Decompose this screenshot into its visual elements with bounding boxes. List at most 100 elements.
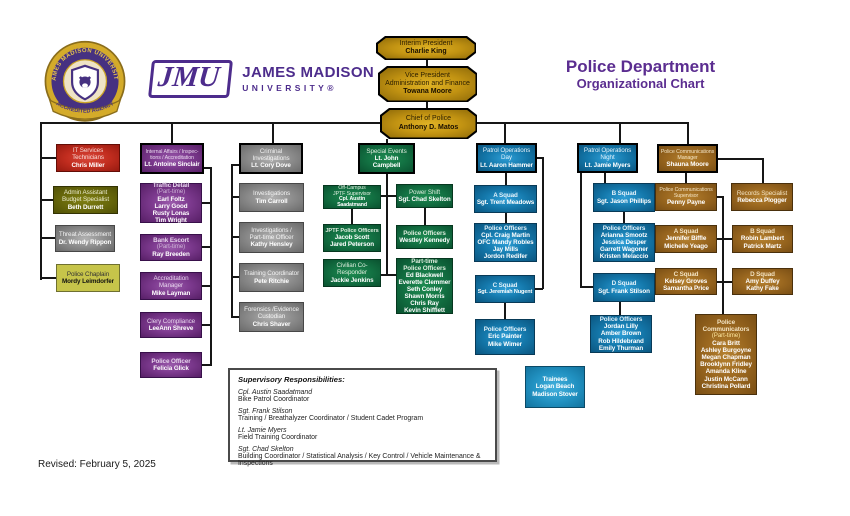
box-name: Anthony D. Matos (398, 123, 459, 131)
connector-line (504, 303, 506, 319)
supervisory-entry-name: Sgt. Frank Stilson (238, 408, 293, 415)
seal-ribbon (48, 98, 122, 120)
box-name: Chris Shaver (252, 320, 291, 328)
box-title: IT Services Technicians (72, 147, 104, 162)
connector-line (623, 212, 625, 223)
box-name: Jacob Scott Jared Peterson (329, 234, 375, 249)
connector-line (717, 158, 764, 160)
connector-line (231, 196, 239, 198)
revised-date: Revised: February 5, 2025 (38, 459, 156, 470)
box-name: Chris Miller (71, 161, 105, 169)
box-name: Jordan Lilly Amber Brown Rob Hildebrand … (598, 323, 644, 352)
connector-line (272, 122, 274, 144)
box-title: B Squad (750, 228, 775, 236)
box-title: Threat Assessment (58, 231, 112, 239)
box-name: Shauna Moore (666, 160, 709, 168)
connector-line (537, 157, 544, 159)
connector-line (424, 208, 426, 225)
box-name: Lt. Antoine Sinclair (144, 160, 200, 168)
connector-line (762, 158, 764, 183)
supervisory-heading: Supervisory Responsibilities: (238, 375, 345, 384)
connector-line (40, 237, 55, 239)
connector-line (535, 288, 543, 290)
connector-line (717, 238, 732, 240)
connector-line (505, 173, 507, 185)
university-seal-logo: JAMES MADISON UNIVERSITY ACCREDITED AGEN… (42, 40, 126, 122)
box-title: Police Chaplain (66, 270, 110, 278)
jmu-name-block: JAMES MADISON UNIVERSITY® (242, 64, 374, 94)
connector-line (210, 167, 212, 366)
supervisory-entry-name: Cpl. Austin Saadatmand (238, 389, 313, 396)
box-name: Lt. John Campbell (372, 154, 401, 170)
box-title: A Squad (493, 191, 518, 199)
connector-line (477, 122, 689, 124)
connector-line (40, 277, 56, 279)
box-name: Arianna Smootz Jessica Desper Garrett Wa… (599, 231, 649, 261)
box-name: Kelsey Groves Samantha Price (663, 277, 709, 293)
box-title: Internal Affairs / Inspec- tions / Accre… (145, 148, 199, 161)
box-name: Ed Blackwell Everette Clemmer Seth Conle… (398, 271, 451, 315)
box-title: Police Communications Manager (660, 148, 715, 161)
box-title: Investigations / Part-time Officer (249, 226, 294, 241)
box-name: Ray Breeden (152, 250, 190, 258)
box-title: Police Officers (599, 316, 643, 324)
connector-line (40, 157, 56, 159)
connector-line (231, 164, 233, 318)
connector-line (504, 122, 506, 144)
box-title: Police Communications Supervisor (659, 187, 713, 200)
supervisory-responsibilities-panel: Supervisory Responsibilities: Cpl. Austi… (228, 368, 497, 467)
box-name: Sgt. Trent Meadows (476, 199, 535, 206)
connector-line (202, 246, 210, 248)
connector-line (202, 202, 210, 204)
box-title: C Squad (492, 282, 518, 290)
box-title: Power Shift (408, 188, 441, 196)
box-name: Robin Lambert Patrick Martz (740, 235, 785, 250)
box-title: Clery Compliance (146, 317, 196, 325)
connector-line (381, 274, 396, 276)
connector-line (717, 196, 724, 198)
connector-line (722, 196, 724, 314)
box-title: Police Officers (483, 326, 527, 334)
supervisory-entry-name: Sgt. Chad Skelton (238, 446, 294, 453)
box-title: Police Communicators (702, 319, 750, 334)
page-title-line2: Organizational Chart (576, 75, 705, 91)
box-title: Special Events (366, 147, 407, 155)
box-name: Felicia Glick (153, 365, 189, 372)
box-title: Accreditation Manager (153, 275, 189, 290)
connector-line (386, 139, 388, 144)
box-title: Off-Campus JPTF Supervisor (333, 185, 371, 198)
box-name: Sgt. Jason Phillips (596, 197, 652, 205)
box-name: Cpl. Austin Saadatmand (337, 196, 367, 208)
box-name: Tim Carroll (255, 197, 288, 205)
page-title: Police Department Organizational Chart (538, 57, 743, 91)
connector-line (717, 281, 732, 283)
box-name: Beth Durrett (67, 203, 104, 211)
supervisory-entry-role: Field Training Coordinator (238, 434, 318, 441)
box-title: JPTF Police Officers (325, 227, 379, 234)
box-name: Earl Foltz Larry Good Rusty Lonas Tim Wr… (152, 195, 190, 224)
connector-line (687, 122, 689, 145)
box-name: Amy Duffey Kathy Fake (745, 277, 780, 293)
box-name: Kathy Hensley (250, 241, 293, 249)
box-subtitle: (Part-time) (156, 189, 186, 196)
box-name: Logan Beach Madison Stover (532, 383, 578, 398)
jmu-name-line2: UNIVERSITY® (242, 83, 337, 94)
connector-line (40, 199, 53, 201)
